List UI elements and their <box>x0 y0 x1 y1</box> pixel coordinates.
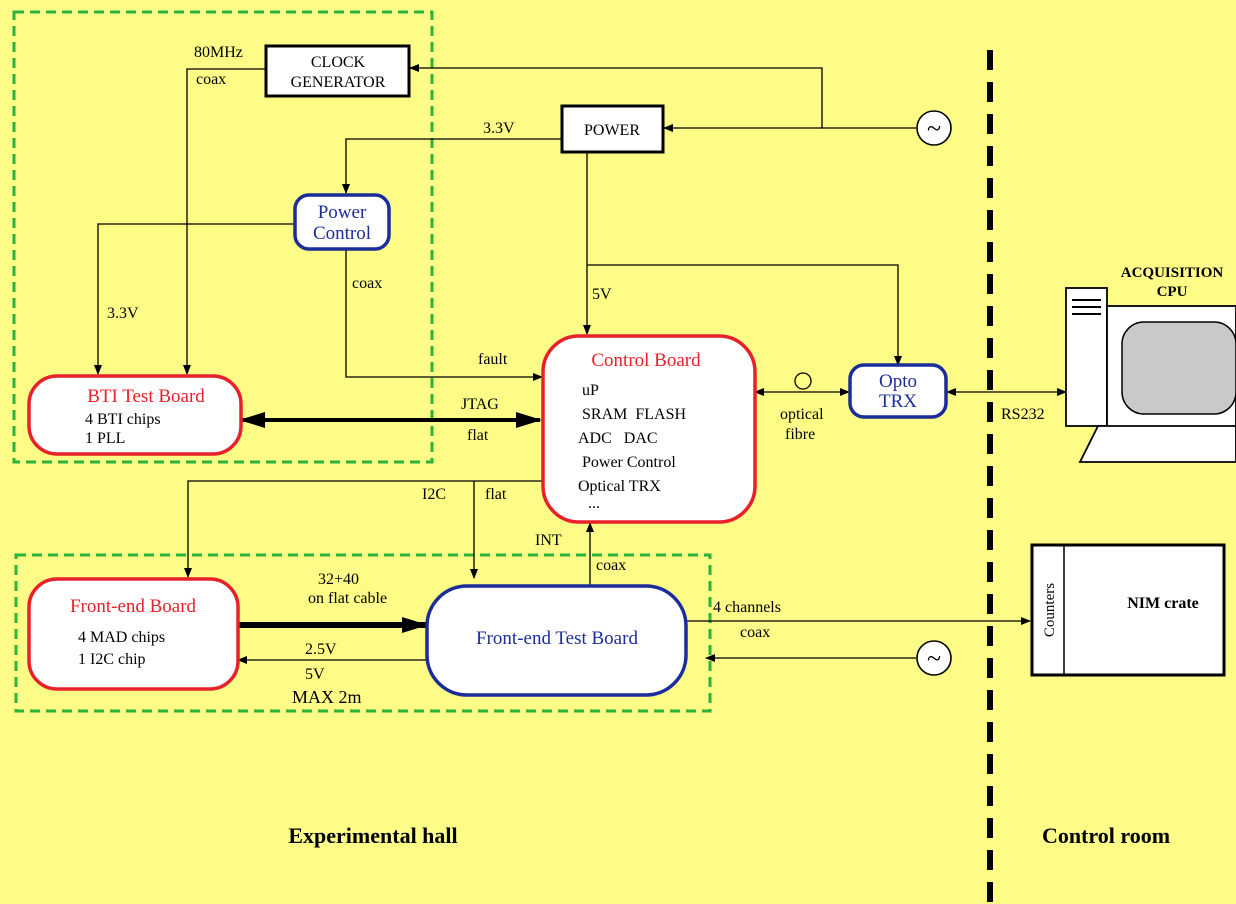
i2c-flat-label: flat <box>485 486 507 503</box>
int-label: INT <box>535 532 562 549</box>
bus-line1-label: 32+40 <box>318 571 359 588</box>
counters-label: Counters <box>1042 583 1058 637</box>
fe-board-line1: 4 MAD chips <box>78 629 165 646</box>
pc-fault-line <box>346 249 542 377</box>
optical-label: optical <box>780 406 824 423</box>
clk-coax-label: coax <box>196 71 226 88</box>
ac-source-top-icon: ~ <box>917 111 951 145</box>
opto-trx: Opto TRX <box>850 365 946 417</box>
channels-label: 4 channels <box>713 599 781 616</box>
clk-freq-label: 80MHz <box>194 44 243 61</box>
nim-crate: NIM crate Counters <box>1032 545 1224 675</box>
front-end-board: Front-end Board 4 MAD chips 1 I2C chip <box>29 579 238 689</box>
fe-5v-label: 5V <box>305 666 325 683</box>
jtag-label: JTAG <box>461 396 499 413</box>
experimental-hall-label: Experimental hall <box>288 823 457 848</box>
fe-2v5-label: 2.5V <box>305 641 337 658</box>
clock-generator-line1: CLOCK <box>311 54 366 71</box>
rs232-label: RS232 <box>1001 406 1045 423</box>
bti-3v3-label: 3.3V <box>107 305 139 322</box>
acquisition-cpu-line1: ACQUISITION <box>1121 265 1224 281</box>
ac-source-bottom-icon: ~ <box>917 641 951 675</box>
fe-board-title: Front-end Board <box>70 596 197 617</box>
power-box: POWER <box>562 106 663 152</box>
control-item-adc-dac: ADC DAC <box>578 430 658 447</box>
front-end-test-board: Front-end Test Board <box>427 586 686 695</box>
control-item-optical-trx: Optical TRX <box>578 478 661 495</box>
power-control-line1: Power <box>318 202 367 223</box>
max-len-label: MAX 2m <box>292 687 362 707</box>
computer-icon <box>1066 288 1236 462</box>
control-board-title: Control Board <box>591 350 701 371</box>
ac-symbol-bottom: ~ <box>927 644 941 673</box>
control-room-label: Control room <box>1042 823 1170 848</box>
control-board: Control Board uP SRAM FLASH ADC DAC Powe… <box>543 336 755 522</box>
bti-line2: 1 PLL <box>85 430 125 447</box>
pc-to-bti-line <box>98 224 294 374</box>
power-to-pc-line <box>346 139 561 193</box>
control-item-up: uP <box>582 382 599 399</box>
ac-symbol-top: ~ <box>927 114 941 143</box>
control-item-power-control: Power Control <box>582 454 676 471</box>
clock-generator-line2: GENERATOR <box>291 74 386 91</box>
bti-line1: 4 BTI chips <box>85 411 161 428</box>
bti-test-board: BTI Test Board 4 BTI chips 1 PLL <box>29 376 241 454</box>
power-label: POWER <box>584 122 640 139</box>
control-item-memory: SRAM FLASH <box>582 406 686 423</box>
i2c-label: I2C <box>422 486 446 503</box>
opto-line2: TRX <box>879 391 917 412</box>
fibre-loop <box>795 373 811 389</box>
power-3v3-label: 3.3V <box>483 120 515 137</box>
clock-generator: CLOCK GENERATOR <box>266 46 409 96</box>
control-item-more: ... <box>588 495 600 512</box>
power-control-line2: Control <box>313 223 371 244</box>
nim-crate-label: NIM crate <box>1127 595 1199 612</box>
fe-board-line2: 1 I2C chip <box>78 651 146 668</box>
channels-coax-label: coax <box>740 624 770 641</box>
power-control: Power Control <box>295 195 389 249</box>
pc-coax-label: coax <box>352 275 382 292</box>
v5-label: 5V <box>592 286 612 303</box>
bus-line2-label: on flat cable <box>308 590 387 607</box>
bti-title: BTI Test Board <box>87 386 205 407</box>
fibre-label: fibre <box>785 426 815 443</box>
opto-line1: Opto <box>879 371 917 392</box>
fault-label: fault <box>478 351 508 368</box>
clock-to-bti-line <box>187 69 265 374</box>
int-coax-label: coax <box>596 557 626 574</box>
jtag-flat-label: flat <box>467 427 489 444</box>
acquisition-cpu-line2: CPU <box>1157 284 1188 300</box>
fetb-title: Front-end Test Board <box>476 628 638 649</box>
